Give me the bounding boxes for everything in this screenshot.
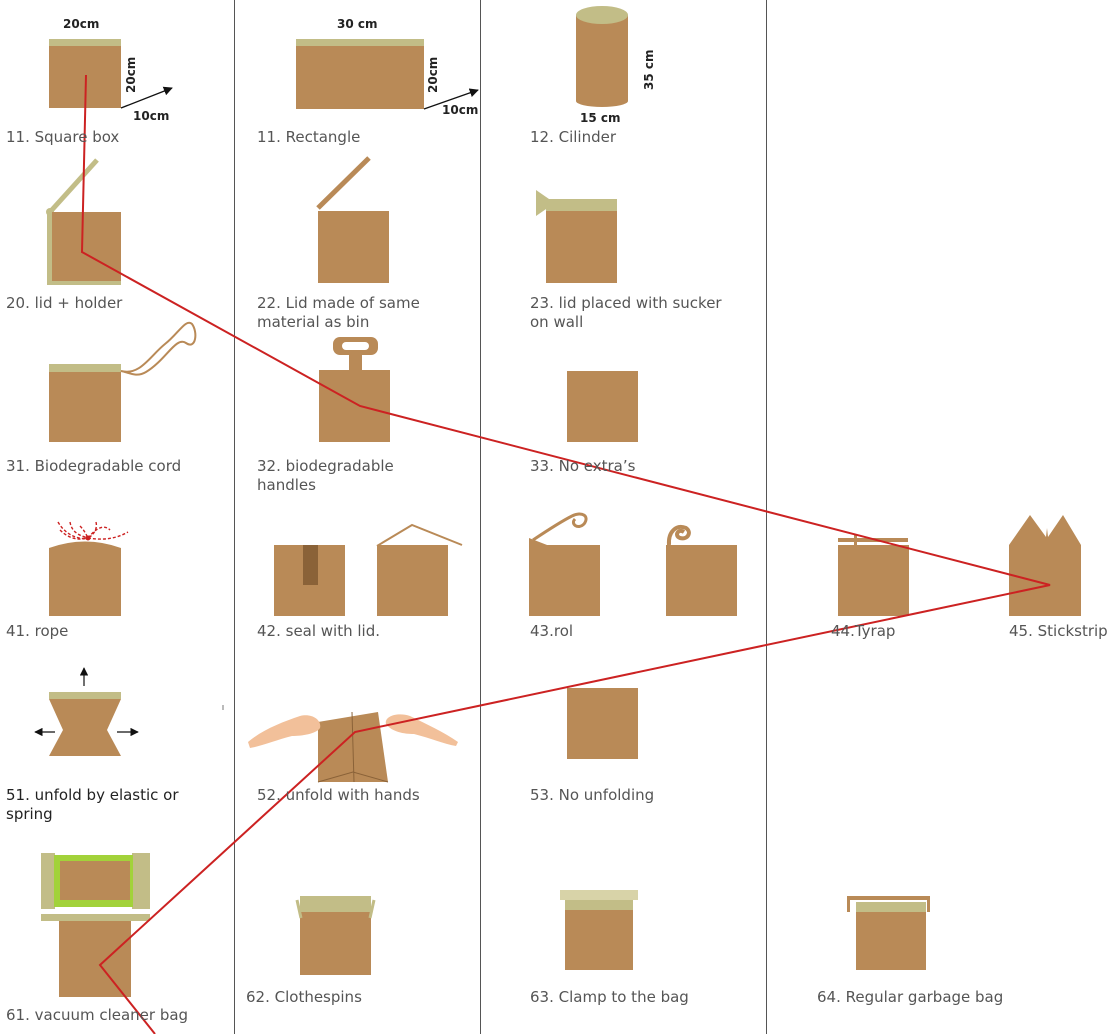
label-42-seal: 42. seal with lid. [257,622,381,640]
clamp-to-bag-drawing [560,890,638,970]
cylinder-drawing [576,6,628,107]
lid-holder-drawing [46,158,121,285]
label-43-rol: 43.rol [530,622,574,640]
label-33-no-extras: 33. No extra’s [530,457,636,475]
label-32-line1: 32. biodegradable [257,457,394,475]
biodegradable-handles-drawing [319,337,390,442]
label-51-line1: 51. unfold by elastic or [6,786,179,804]
dimension-square-top: 20cm [63,17,100,31]
label-31-cord: 31. Biodegradable cord [6,457,182,475]
dimension-rect-side: 20cm [426,56,440,93]
label-12-cylinder: 12. Cilinder [530,128,617,146]
roll-drawing [529,512,737,616]
vacuum-cleaner-bag-drawing [41,853,150,997]
label-41-rope: 41. rope [6,622,69,640]
label-61-vacuum-bag: 61. vacuum cleaner bag [6,1006,189,1024]
label-32-line2: handles [257,476,316,494]
no-extras-drawing [567,371,638,442]
label-22-line1: 22. Lid made of same [257,294,420,312]
label-52-hands: 52. unfold with hands [257,786,420,804]
column-divider-2 [480,0,481,1034]
label-51-line2: spring [6,805,53,823]
label-44-tyrap: 44.Tyrap [831,622,896,640]
label-62-clothespins: 62. Clothespins [246,988,362,1006]
label-53-no-unfolding: 53. No unfolding [530,786,655,804]
no-unfolding-drawing [567,688,638,759]
label-11-rectangle: 11. Rectangle [257,128,361,146]
stickstrip-drawing [1009,515,1081,616]
dimension-cylinder-base: 15 cm [580,111,621,125]
label-22-line2: material as bin [257,313,370,331]
dimension-rect-top: 30 cm [337,17,378,31]
label-63-clamp: 63. Clamp to the bag [530,988,689,1006]
lid-sucker-drawing [536,190,617,283]
clothespins-drawing [295,896,376,975]
rectangle-box-drawing [296,39,479,110]
dimension-rect-depth: 10cm [442,103,479,117]
label-11-square-box: 11. Square box [6,128,120,146]
selected-concept-path [80,74,1051,1034]
dimension-square-side: 20cm [124,56,138,93]
column-divider-1 [234,0,235,1034]
elastic-unfold-drawing [34,667,139,756]
label-23-line2: on wall [530,313,584,331]
column-divider-3 [766,0,767,1034]
dimension-cylinder-height: 35 cm [642,49,656,91]
label-45-stickstrip: 45. Stickstrip [1009,622,1108,640]
biodegradable-cord-drawing [49,321,197,442]
rope-drawing [49,521,129,616]
label-64-garbage-bag: 64. Regular garbage bag [817,988,1004,1006]
seal-with-lid-drawing [274,523,463,616]
lid-same-material-drawing [316,156,389,283]
hands-unfold-drawing [248,711,458,783]
label-20-lid-holder: 20. lid + holder [6,294,123,312]
dimension-square-depth: 10cm [133,109,170,123]
label-23-line1: 23. lid placed with sucker [530,294,722,312]
stray-mark [222,705,224,710]
regular-garbage-bag-drawing [847,896,930,970]
square-box-drawing [49,39,173,109]
